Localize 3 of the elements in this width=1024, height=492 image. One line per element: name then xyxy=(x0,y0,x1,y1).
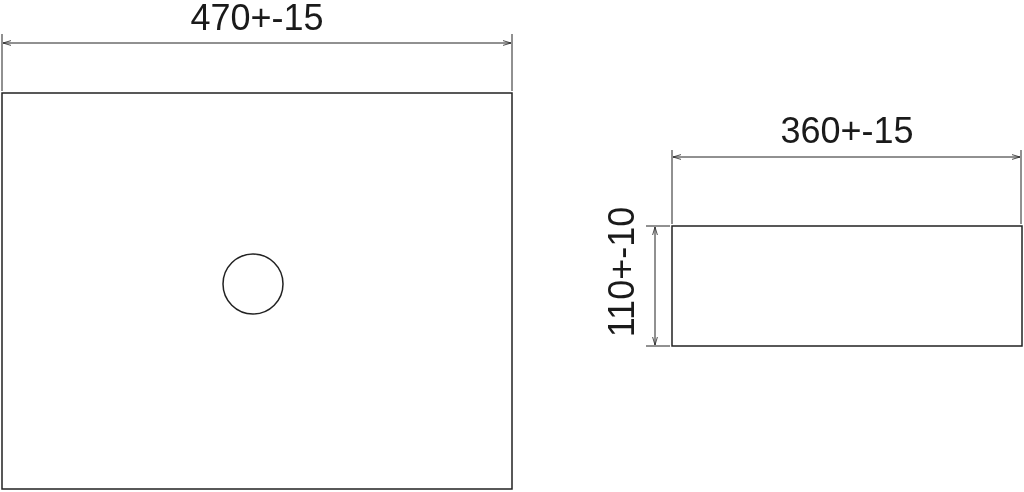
dimension-label: 470+-15 xyxy=(190,0,324,38)
dimension-label: 360+-15 xyxy=(780,111,914,151)
dimension-label: 110+-10 xyxy=(602,206,643,338)
